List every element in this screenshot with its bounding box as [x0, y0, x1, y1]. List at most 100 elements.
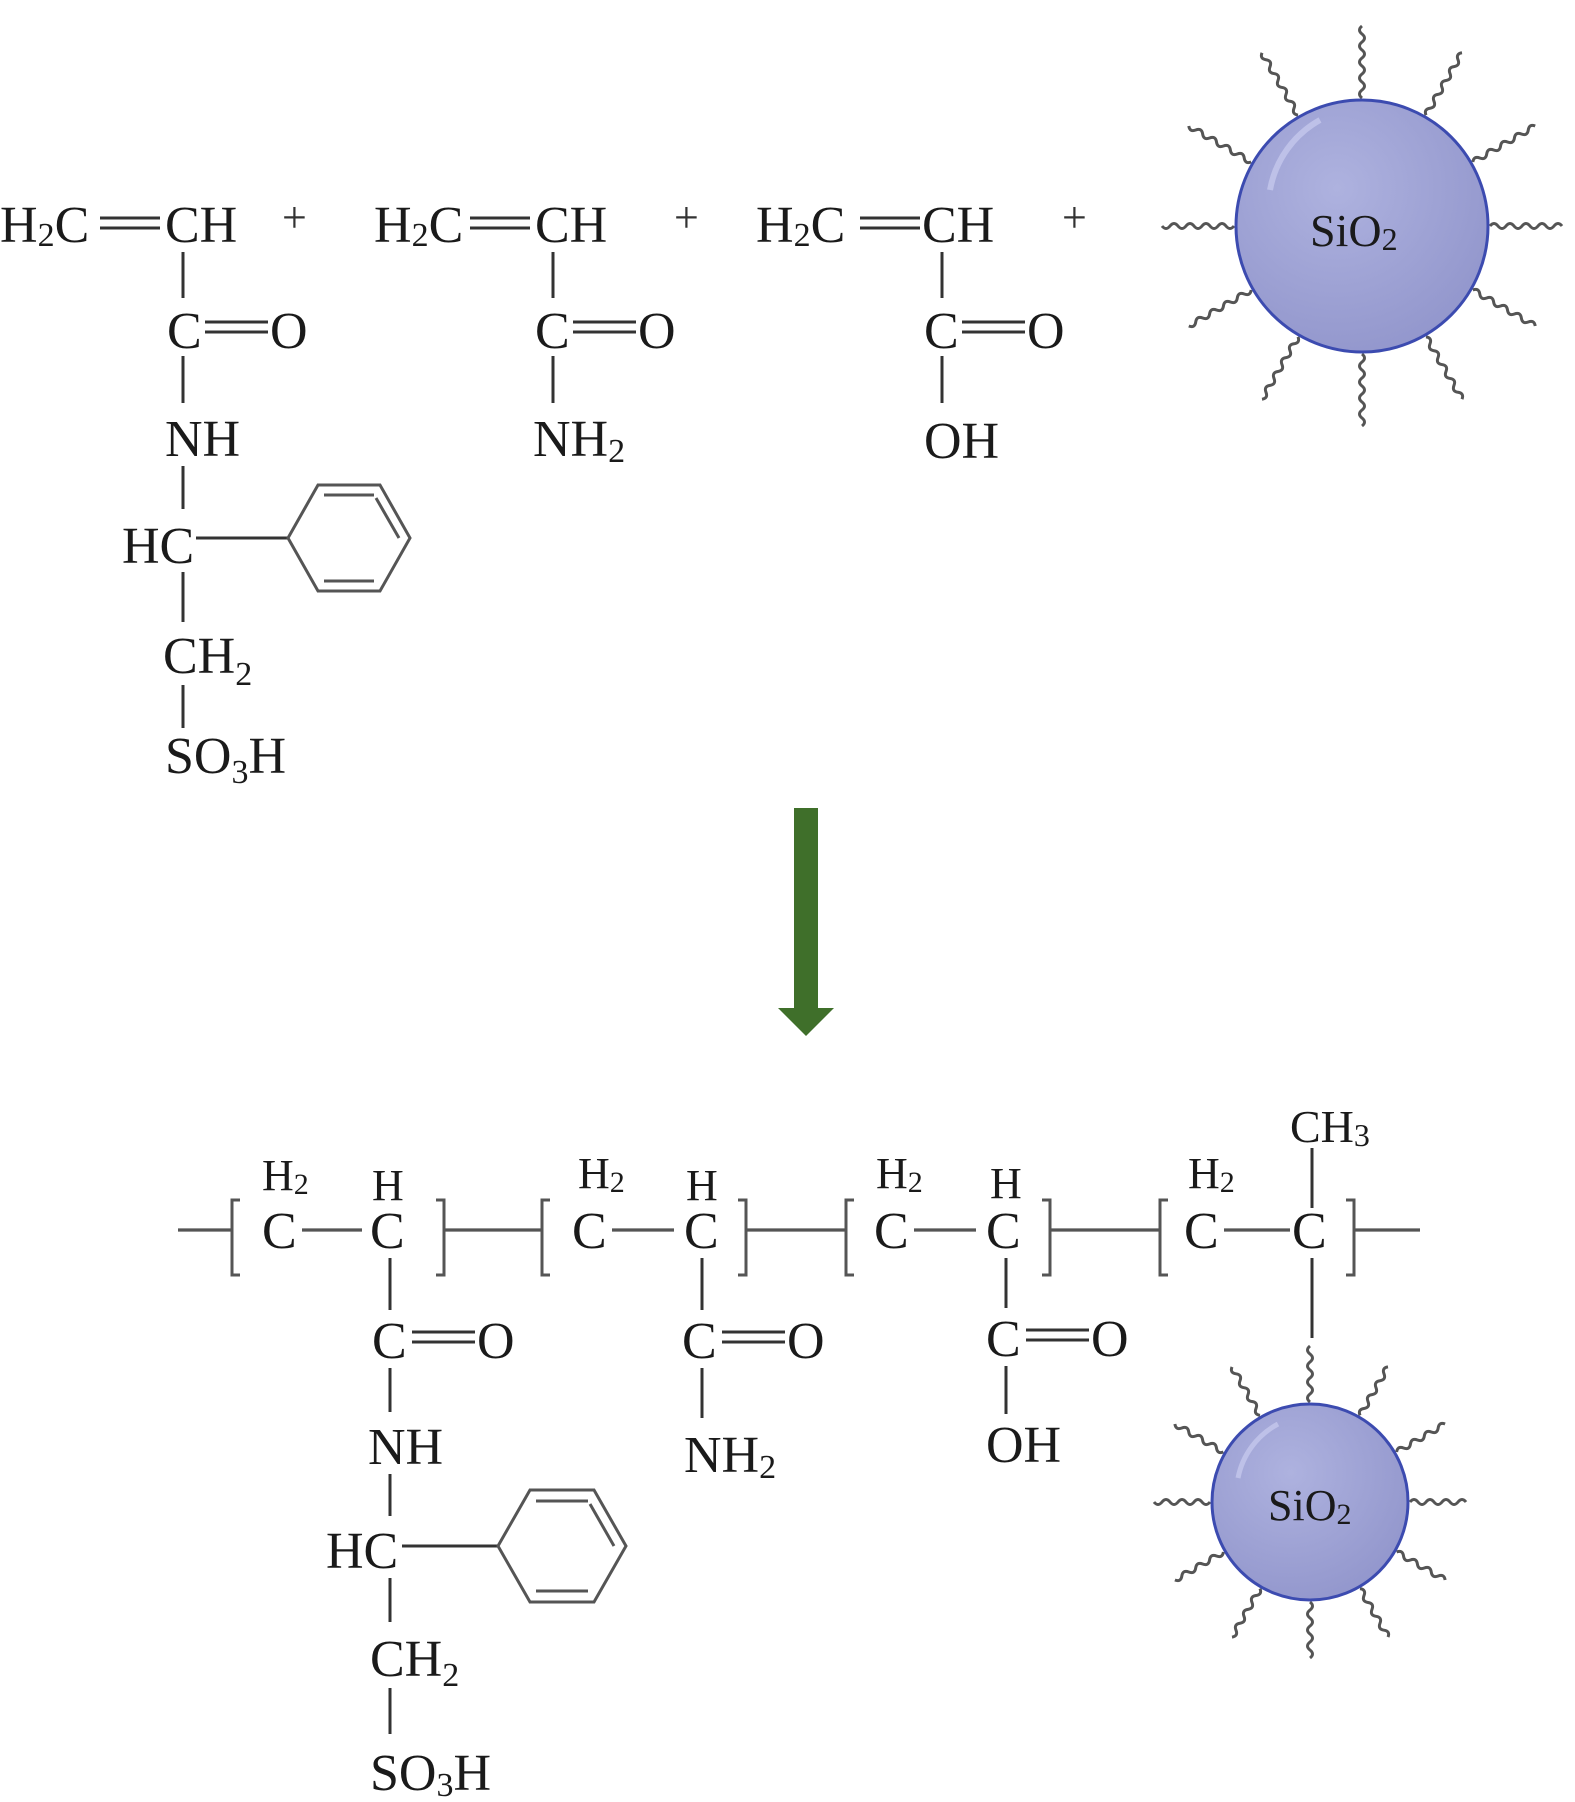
- silica-bottom-chain-11: [1357, 1365, 1389, 1416]
- reaction-arrow-icon: [778, 808, 834, 1036]
- m2-carbonyl-c: C: [535, 303, 570, 360]
- silica-top-chain-3: [1425, 335, 1465, 400]
- u1-h2-label: H2: [262, 1151, 309, 1201]
- silica-top-chain-1: [1488, 222, 1564, 230]
- silica-top-surface-chains: [1160, 24, 1564, 428]
- silica-top-chain-5: [1261, 336, 1301, 401]
- m1-nh-label: NH: [165, 411, 240, 468]
- monomer-sulfonated-phenyl-acrylamide: H2C CH C O NH HC CH2 SO3H: [0, 197, 412, 791]
- m3-ch-label: CH: [922, 197, 994, 254]
- silica-bottom-chain-9: [1229, 1366, 1261, 1417]
- u1-carbonyl-c: C: [372, 1313, 407, 1370]
- u2-close-bracket: [738, 1198, 748, 1277]
- silica-top-highlight: [1267, 117, 1322, 191]
- u3-open-bracket: [844, 1198, 854, 1277]
- u1-ch2-label: CH2: [370, 1631, 459, 1694]
- u2-carbonyl-c: C: [682, 1313, 717, 1370]
- silica-particle-top: SiO2: [1160, 24, 1564, 428]
- u4-h2-label: H2: [1188, 1149, 1235, 1199]
- copolymer-product: C H2 H C C O NH HC CH2 SO3: [178, 1101, 1468, 1802]
- silica-particle-bottom: SiO2: [1152, 1344, 1468, 1660]
- u3-ch-c: C: [986, 1203, 1021, 1260]
- u1-ch2-c: C: [262, 1203, 297, 1260]
- u3-close-bracket: [1042, 1198, 1052, 1277]
- m1-carbonyl-o: O: [270, 303, 308, 360]
- u1-carbonyl-o: O: [477, 1313, 515, 1370]
- u4-ch3-label: CH3: [1290, 1101, 1370, 1153]
- m1-benzene-ring-icon: [286, 483, 412, 593]
- u2-open-bracket: [540, 1198, 550, 1277]
- u1-h-label: H: [372, 1161, 404, 1210]
- m1-so3h-label: SO3H: [165, 728, 286, 791]
- silica-bottom-chain-7: [1152, 1498, 1212, 1506]
- u1-benzene-ring-icon: [496, 1488, 628, 1604]
- u2-carbonyl-o: O: [787, 1313, 825, 1370]
- u2-nh2-label: NH2: [684, 1427, 776, 1486]
- m2-h2c-label: H2C: [374, 197, 463, 254]
- polymer-unit-3: C H2 H C C O OH: [844, 1149, 1129, 1474]
- m1-carbonyl-c: C: [167, 303, 202, 360]
- u4-ch2-c: C: [1184, 1203, 1219, 1260]
- silica-top-chain-7: [1160, 222, 1236, 230]
- u3-carbonyl-o: O: [1091, 1311, 1129, 1368]
- m2-ch-label: CH: [535, 197, 607, 254]
- silica-top-label: SiO2: [1310, 205, 1398, 257]
- silica-bottom-highlight: [1235, 1421, 1280, 1479]
- u4-quaternary-c: C: [1292, 1203, 1327, 1260]
- m2-carbonyl-o: O: [638, 303, 676, 360]
- polymer-unit-2: C H2 H C C O NH2: [540, 1149, 825, 1486]
- silica-bottom-chain-8: [1173, 1423, 1224, 1455]
- m1-ch-label: CH: [165, 197, 237, 254]
- u2-ch-c: C: [684, 1203, 719, 1260]
- u1-nh-label: NH: [368, 1419, 443, 1476]
- u1-hc-label: HC: [326, 1523, 398, 1580]
- silica-bottom-surface-chains: [1152, 1344, 1468, 1660]
- u2-ch2-c: C: [572, 1203, 607, 1260]
- m1-ch2-label: CH2: [163, 628, 252, 693]
- silica-bottom-chain-4: [1306, 1600, 1314, 1660]
- monomer-acrylamide: H2C CH C O NH2: [374, 197, 676, 470]
- u1-so3h-label: SO3H: [370, 1745, 491, 1802]
- plus-sign-3: +: [1062, 193, 1087, 242]
- silica-top-chain-8: [1187, 125, 1252, 165]
- u3-oh-label: OH: [986, 1417, 1061, 1474]
- silica-bottom-chain-5: [1231, 1588, 1263, 1639]
- m3-oh-label: OH: [924, 413, 999, 470]
- u3-ch2-c: C: [874, 1203, 909, 1260]
- u3-carbonyl-c: C: [986, 1311, 1021, 1368]
- u3-h-label: H: [990, 1159, 1022, 1208]
- u2-h-label: H: [686, 1161, 718, 1210]
- m3-h2c-label: H2C: [756, 197, 845, 254]
- silica-top-chain-9: [1259, 52, 1299, 117]
- silica-top-sphere: [1234, 98, 1490, 354]
- silica-top-chain-6: [1188, 289, 1253, 329]
- u4-close-bracket: [1346, 1198, 1356, 1277]
- m1-hc-label: HC: [122, 518, 194, 575]
- silica-bottom-chain-3: [1359, 1587, 1391, 1638]
- monomer-acrylic-acid: H2C CH C O OH: [756, 197, 1065, 470]
- polymer-unit-4: C H2 C CH3: [1158, 1101, 1370, 1338]
- m1-h2c-label: H2C: [0, 197, 89, 254]
- silica-bottom-chain-12: [1395, 1421, 1446, 1453]
- plus-sign-1: +: [282, 193, 307, 242]
- silica-bottom-chain-2: [1396, 1549, 1447, 1581]
- u3-h2-label: H2: [876, 1149, 923, 1199]
- silica-bottom-sphere: [1210, 1402, 1410, 1602]
- u1-close-bracket: [436, 1198, 446, 1277]
- m2-nh2-label: NH2: [533, 411, 625, 470]
- silica-top-chain-2: [1472, 287, 1537, 327]
- silica-bottom-chain-6: [1174, 1551, 1225, 1583]
- silica-top-chain-12: [1471, 123, 1536, 163]
- silica-bottom-label: SiO2: [1268, 1481, 1351, 1531]
- plus-sign-2: +: [674, 193, 699, 242]
- silica-top-chain-4: [1358, 352, 1366, 428]
- u2-h2-label: H2: [578, 1149, 625, 1199]
- silica-bottom-chain-1: [1408, 1498, 1468, 1506]
- u1-open-bracket: [230, 1198, 240, 1277]
- silica-top-chain-11: [1423, 51, 1463, 116]
- u1-ch-c: C: [370, 1203, 405, 1260]
- silica-bottom-chain-10: [1306, 1344, 1314, 1404]
- silica-top-chain-10: [1358, 24, 1366, 100]
- m3-carbonyl-c: C: [924, 303, 959, 360]
